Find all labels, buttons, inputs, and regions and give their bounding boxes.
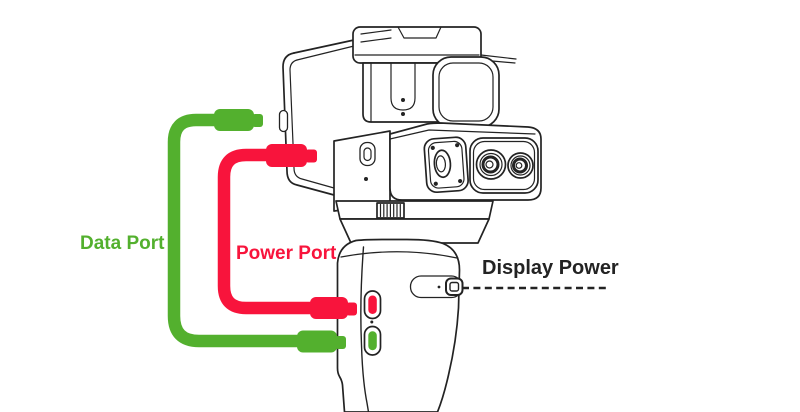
camera-illustration — [333, 122, 542, 212]
power-cable-plug-top — [266, 144, 317, 167]
phone-clamp — [352, 26, 517, 123]
bracket-ring — [432, 56, 500, 128]
power-port-socket — [363, 290, 382, 320]
phone-usb-port — [278, 109, 289, 133]
clamp-knob — [376, 202, 405, 219]
display-power-icon — [449, 281, 460, 292]
data-port-label: Data Port — [80, 233, 165, 254]
data-cable-plug-top — [214, 109, 263, 131]
power-port-label: Power Port — [236, 243, 337, 264]
lens-left — [475, 149, 507, 180]
data-port-socket — [363, 325, 382, 356]
display-power-button — [409, 275, 464, 299]
sensor-plate — [423, 136, 469, 194]
data-cable — [167, 109, 346, 353]
mount-base — [335, 200, 494, 244]
phone-illustration — [278, 39, 355, 196]
camera-usb-port — [359, 141, 376, 167]
lens-right — [507, 152, 534, 179]
grip-handle — [336, 238, 464, 412]
camera-mic-hole — [364, 177, 368, 181]
power-cable — [217, 144, 357, 319]
data-cable-plug-bottom — [297, 330, 346, 353]
display-power-label: Display Power — [482, 257, 619, 279]
power-cable-plug-bottom — [310, 297, 357, 319]
lens-housing — [469, 137, 539, 194]
